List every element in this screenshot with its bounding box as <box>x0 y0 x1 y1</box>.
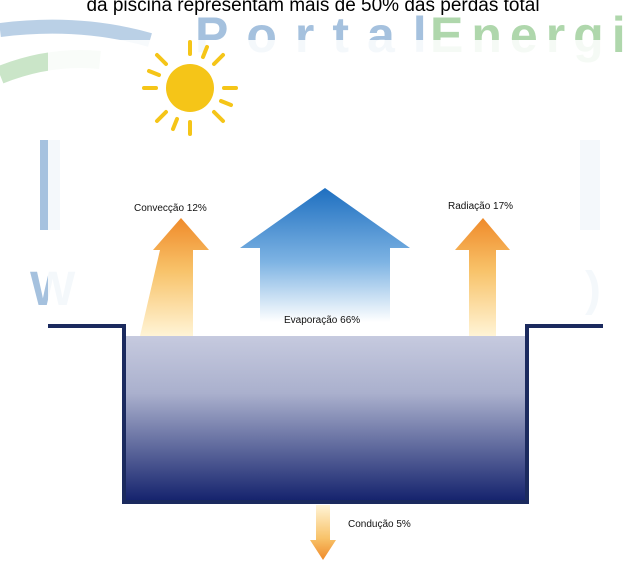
sun-icon <box>142 40 238 136</box>
caption-text: da piscina representam mais de 50% das p… <box>86 0 540 16</box>
pool-water <box>126 336 525 500</box>
conduction-label: Condução 5% <box>348 519 411 530</box>
pool-outline <box>48 324 603 504</box>
convection-arrow <box>140 218 209 336</box>
evaporation-arrow <box>240 188 410 322</box>
conduction-arrow <box>310 505 336 560</box>
radiation-label: Radiação 17% <box>448 201 513 212</box>
radiation-arrow <box>455 218 510 336</box>
watermark-arc-blue <box>0 19 152 47</box>
evaporation-label: Evaporação 66% <box>284 315 360 326</box>
convection-label: Convecção 12% <box>134 203 207 214</box>
